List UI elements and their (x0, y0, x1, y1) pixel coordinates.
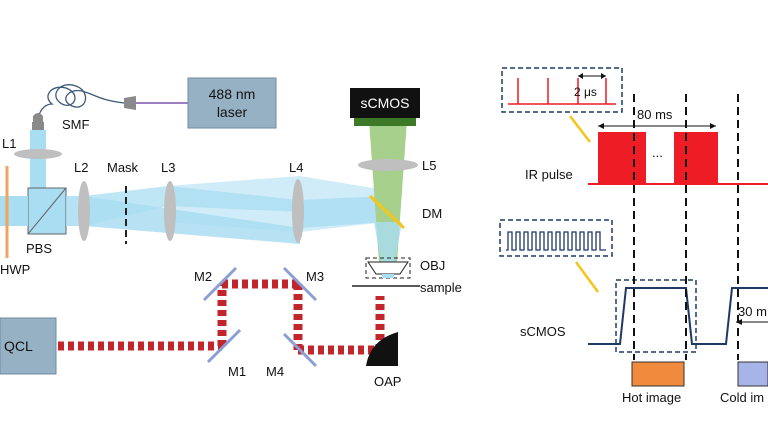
pbs-diagonal (27, 187, 67, 235)
camera-body (350, 88, 420, 118)
camera-waveform (588, 287, 768, 345)
obj-label: OBJ (420, 258, 445, 273)
l5-label: L5 (422, 158, 436, 173)
qcl-box (0, 317, 57, 375)
callout-inset-camera (574, 261, 600, 293)
lens-l5 (358, 159, 418, 171)
l2-label: L2 (74, 160, 88, 175)
l3-label: L3 (161, 160, 175, 175)
sync-lines (633, 94, 739, 360)
inset-arrow-right (601, 73, 606, 79)
ir-pulse-label: IR pulse (525, 167, 573, 182)
mirror-m3 (282, 266, 318, 302)
mask-label: Mask (107, 160, 139, 175)
pulse-width-arrow-right (710, 123, 716, 129)
inset-period-label: 2 μs (574, 85, 597, 99)
qcl-label: QCL (4, 338, 33, 354)
l4-label: L4 (289, 160, 303, 175)
camera-exposure-frame (615, 279, 697, 353)
objective-tip (382, 274, 394, 278)
m3-label: M3 (306, 269, 324, 284)
inset-pulse-train (501, 67, 623, 113)
oap-mirror (366, 332, 398, 366)
fiber-coupler-cap (33, 113, 43, 122)
blue-beam-4 (300, 196, 385, 228)
smf-label: SMF (62, 117, 90, 132)
m1-label: M1 (228, 364, 246, 379)
camera-label: sCMOS (361, 95, 410, 111)
blue-beam-left (0, 196, 28, 226)
lens-l4 (292, 179, 304, 243)
inset-arrow-left (578, 73, 583, 79)
dm-label: DM (422, 206, 442, 221)
cold-image-box (737, 361, 768, 387)
inset-camera-train (499, 219, 613, 257)
fiber-coil (37, 84, 125, 123)
camera-label-timing: sCMOS (520, 324, 566, 339)
mirror-m1 (206, 328, 242, 364)
oap-label: OAP (374, 374, 401, 389)
fiber-coupler-left (32, 122, 44, 130)
lens-l2 (78, 181, 90, 241)
pulse-width-arrow-left (598, 123, 604, 129)
hot-image-label: Hot image (622, 390, 681, 405)
blue-beam-objective (374, 222, 402, 268)
camera-sensor (354, 118, 416, 126)
laser-box (187, 77, 277, 129)
hwp-label: HWP (0, 262, 30, 277)
ir-pulse-ellipsis: ... (652, 145, 663, 160)
pbs-label: PBS (26, 241, 52, 256)
mirror-m2 (202, 266, 238, 302)
m4-label: M4 (266, 364, 284, 379)
ir-pulse-block-2 (674, 132, 718, 184)
hot-image-box (631, 361, 685, 387)
m2-label: M2 (194, 269, 212, 284)
inset-pulses (508, 78, 616, 105)
camera-train-waveform (506, 231, 606, 251)
fiber-coupler-right (124, 96, 136, 110)
lens-l1 (14, 149, 62, 159)
l1-label: L1 (2, 136, 16, 151)
mirror-m4 (282, 332, 318, 368)
objective-body (367, 261, 409, 275)
lens-l3 (164, 181, 176, 241)
sample-label: sample (420, 280, 462, 295)
pulse-width-label: 80 ms (637, 107, 673, 122)
exposure-label: 30 m (738, 304, 767, 319)
callout-inset-pulse (569, 115, 591, 143)
ir-beam-path (58, 279, 385, 355)
ir-pulse-block-1 (598, 132, 646, 184)
cold-image-label: Cold im (720, 390, 764, 405)
dichroic-mirror (368, 194, 406, 230)
